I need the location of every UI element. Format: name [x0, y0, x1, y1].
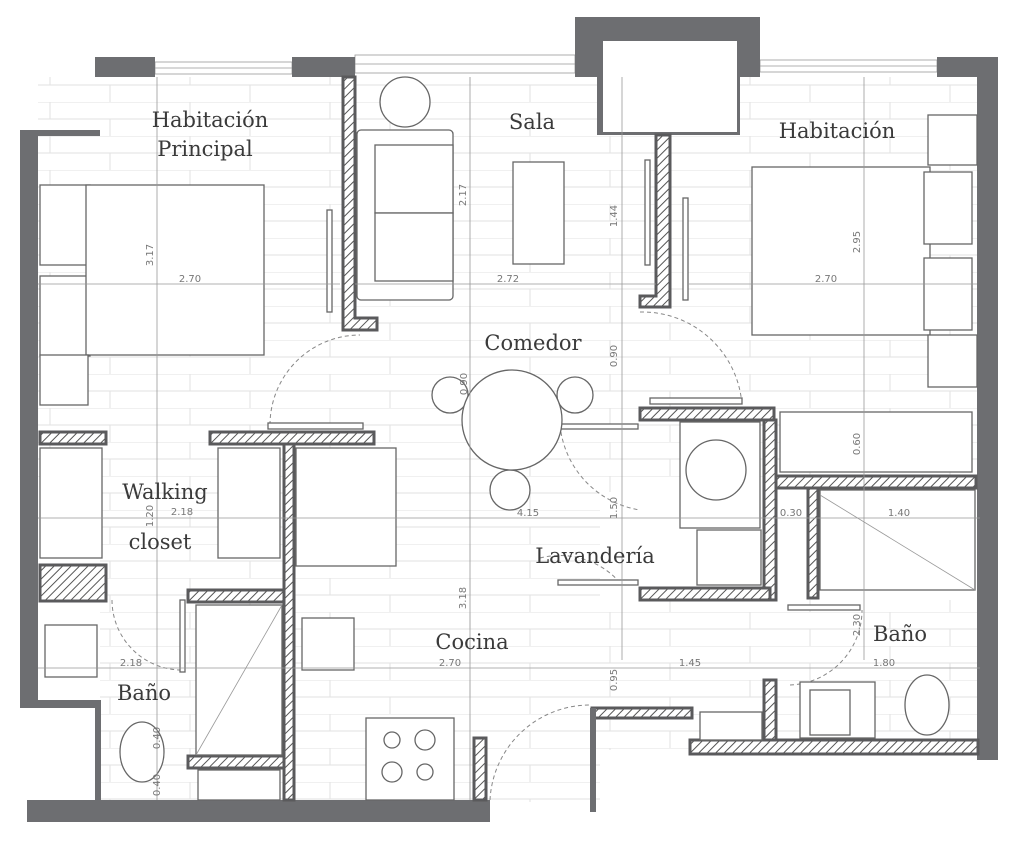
- dim-bath-left-width: 2.18: [120, 658, 142, 669]
- dim-corridor: 1.45: [679, 658, 701, 669]
- right-bath-fixtures: [699, 489, 976, 741]
- label-kitchen: Cocina: [435, 630, 508, 654]
- label-dining: Comedor: [484, 331, 582, 355]
- dining-table: [431, 369, 594, 511]
- master-bed: [39, 184, 265, 406]
- coffee-table: [512, 161, 565, 265]
- dim-bedroom-length: 2.95: [852, 231, 863, 253]
- dim-toilet-bottom: 0.40: [152, 774, 163, 796]
- dim-closet-length: 1.20: [145, 505, 156, 527]
- label-bedroom: Habitación: [779, 119, 896, 143]
- dimension-labels: 3.17 2.70 2.17 2.72 1.44 2.95 2.70 0.90 …: [120, 184, 910, 796]
- closets: [39, 447, 397, 567]
- dim-bath-right-width: 1.80: [873, 658, 895, 669]
- dim-dining-chair: 0.90: [459, 373, 470, 395]
- label-laundry: Lavandería: [535, 544, 655, 568]
- dim-closet-width: 2.18: [171, 507, 193, 518]
- doors: [111, 311, 863, 801]
- bedroom-bed: [751, 114, 978, 388]
- dim-dining-width: 4.15: [517, 508, 539, 519]
- dim-toilet-top: 0.40: [152, 727, 163, 749]
- label-closet-1: Walking: [122, 480, 207, 504]
- label-living: Sala: [509, 110, 555, 134]
- label-bath-right: Baño: [873, 622, 927, 646]
- dimension-lines: [38, 77, 980, 800]
- dim-bedroom-width: 2.70: [815, 274, 837, 285]
- storage-shelf: [779, 411, 973, 473]
- label-master-bedroom-2: Principal: [157, 137, 253, 161]
- dim-living-length: 2.17: [458, 184, 469, 206]
- dim-entry: 0.95: [609, 669, 620, 691]
- dim-kitchen-length: 3.18: [458, 587, 469, 609]
- dim-bath-right-length: 2.30: [852, 614, 863, 636]
- label-bath-left: Baño: [117, 681, 171, 705]
- left-bath-fixtures: [44, 604, 283, 801]
- washer: [679, 421, 762, 586]
- dim-master-length: 3.17: [145, 244, 156, 266]
- dim-bath-right-top: 1.40: [888, 508, 910, 519]
- room-labels: Habitación Principal Sala Habitación Com…: [117, 108, 927, 705]
- label-closet-2: closet: [129, 530, 192, 554]
- dim-master-width: 2.70: [179, 274, 201, 285]
- dim-living-width: 2.72: [497, 274, 519, 285]
- kitchen-fixtures: [301, 617, 455, 801]
- exterior-walls: [20, 17, 998, 822]
- dim-shower-width: 0.30: [780, 508, 802, 519]
- sofa: [356, 76, 454, 301]
- dim-dining-gap: 0.90: [609, 345, 620, 367]
- tv: [326, 159, 689, 313]
- dim-storage-depth: 0.60: [852, 433, 863, 455]
- windows: [154, 54, 938, 75]
- label-master-bedroom-1: Habitación: [152, 108, 269, 132]
- dim-kitchen-width: 2.70: [439, 658, 461, 669]
- dim-living-side: 1.44: [609, 205, 620, 227]
- interior-walls: [38, 75, 980, 812]
- dim-hall: 1.50: [609, 497, 620, 519]
